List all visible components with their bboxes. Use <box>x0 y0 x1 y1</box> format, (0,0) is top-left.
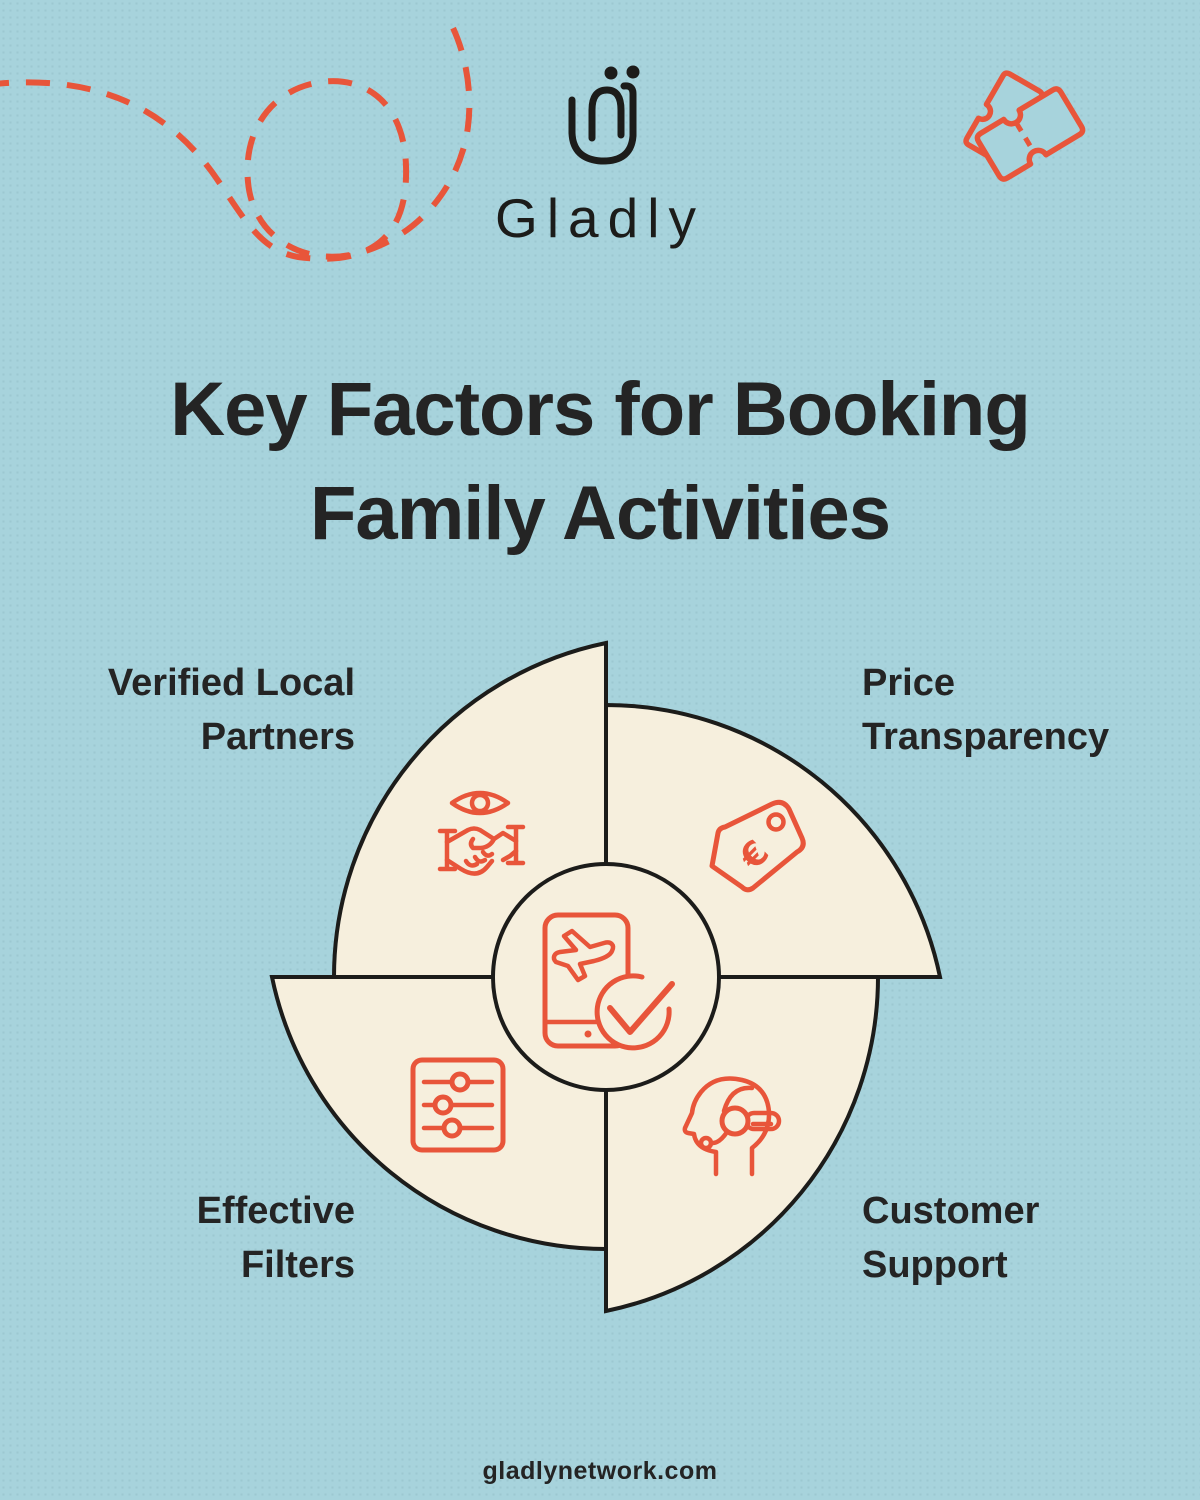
label-price-transparency: Price Transparency <box>862 656 1109 764</box>
phone-booking-check-icon <box>542 912 675 1051</box>
label-line: Filters <box>240 1244 355 1286</box>
footer-website: gladlynetwork.com <box>482 1457 718 1485</box>
filter-sliders-icon <box>410 1057 506 1153</box>
tickets-icon <box>963 70 1086 182</box>
label-customer-support: Customer Support <box>862 1184 1039 1292</box>
label-line: Customer <box>862 1190 1040 1232</box>
label-effective-filters: Effective Filters <box>197 1184 355 1292</box>
pinwheel-diagram <box>269 640 943 1314</box>
label-line: Transparency <box>862 716 1110 758</box>
label-line: Verified Local <box>107 662 355 704</box>
qaf-monogram-icon <box>568 65 640 165</box>
label-line: Support <box>862 1244 1008 1286</box>
eye-handshake-icon <box>437 790 526 876</box>
label-line: Partners <box>200 716 355 758</box>
label-line: Price <box>862 662 955 704</box>
title-line-1: Key Factors for Booking <box>170 367 1031 452</box>
page-title: Key Factors for Booking Family Activitie… <box>0 358 1200 566</box>
diagram-center-hub <box>491 862 721 1092</box>
support-headset-icon <box>682 1076 782 1177</box>
title-line-2: Family Activities <box>310 471 891 556</box>
label-line: Effective <box>196 1190 355 1232</box>
logo-wordmark: Gladly <box>495 187 705 249</box>
dashed-journey-path-icon <box>0 16 473 262</box>
label-verified-local-partners: Verified Local Partners <box>108 656 355 764</box>
